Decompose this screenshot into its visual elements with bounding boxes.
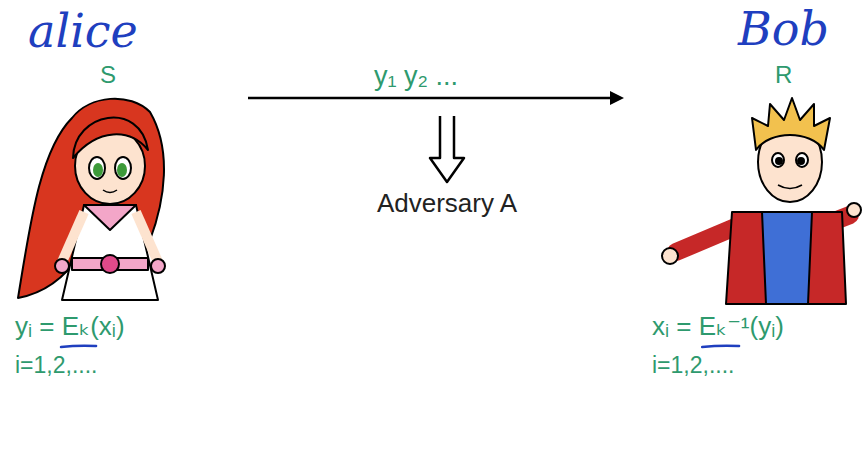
cipher-formula: yᵢ = Eₖ(xᵢ) — [15, 308, 125, 344]
double-arrow — [430, 116, 464, 182]
handwritten-name: Bob — [738, 2, 829, 57]
bob-figure — [662, 98, 861, 304]
party-node: Rxᵢ = Eₖ⁻¹(yᵢ) i=1,2,.... — [630, 60, 860, 380]
underline-mark — [61, 346, 96, 347]
index-range: i=1,2,.... — [652, 352, 734, 378]
cipher-formula: xᵢ = Eₖ⁻¹(yᵢ) — [652, 308, 784, 344]
party-letter: R — [775, 61, 792, 88]
party-letter: S — [100, 61, 116, 88]
handwritten-name: alice — [28, 4, 138, 59]
message-arrow — [248, 91, 624, 105]
underline-mark — [702, 346, 739, 347]
party-node: Syᵢ = Eₖ(xᵢ) i=1,2,.... — [5, 60, 240, 380]
alice-figure — [18, 99, 165, 300]
adversary-label: Adversary A — [300, 188, 594, 219]
arrow-head — [610, 91, 624, 105]
message-label: y₁ y₂ ... — [370, 60, 462, 92]
index-range: i=1,2,.... — [15, 352, 97, 378]
